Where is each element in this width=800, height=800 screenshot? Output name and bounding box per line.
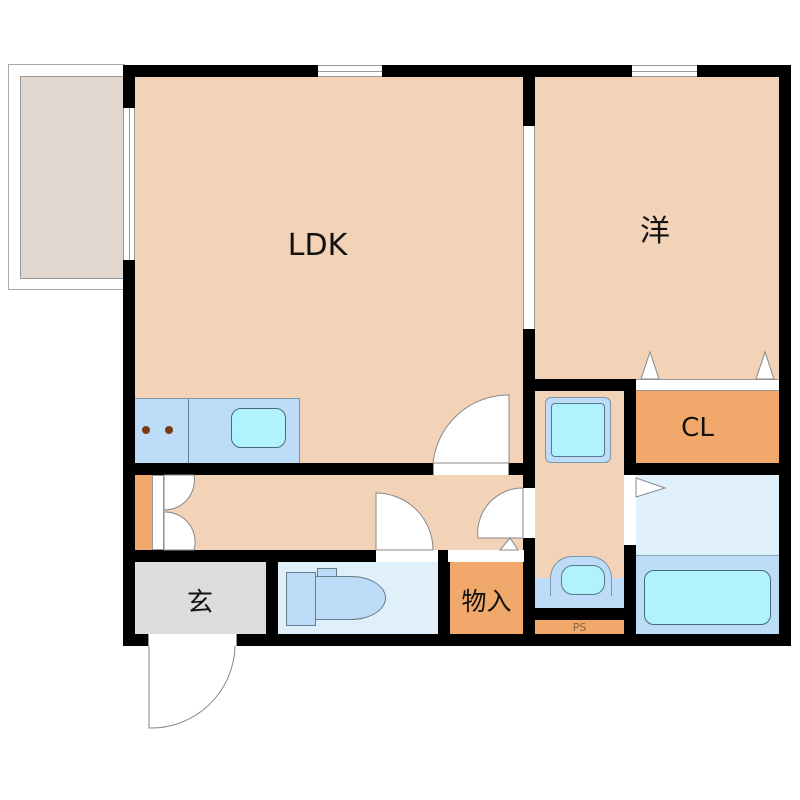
wall-closet-bath (624, 463, 791, 475)
sink-icon (231, 408, 286, 448)
closet-door-track (636, 379, 779, 391)
washing-machine-icon (545, 397, 611, 463)
wall-top (123, 65, 791, 77)
vanity-sink-icon (561, 565, 605, 595)
bathtub-icon (644, 570, 771, 625)
washroom-door-swing (477, 487, 524, 539)
window-western-top (632, 65, 697, 77)
entrance-door-opening (148, 634, 237, 646)
shoe-closet-door-swing-bottom (163, 511, 196, 551)
room-entrance (135, 562, 266, 634)
ldk-door-opening (433, 463, 509, 475)
toilet-door-swing (375, 492, 434, 551)
label-storage: 物入 (461, 587, 512, 616)
wall-ps-top (523, 608, 636, 620)
label-ldk: LDK (287, 227, 348, 263)
room-pipe-space (535, 620, 624, 634)
shoe-closet (135, 475, 152, 550)
toilet-tank-icon (286, 572, 316, 626)
stove-divider (188, 399, 189, 464)
storage-door-opening (448, 550, 524, 562)
entrance-door-swing (148, 645, 236, 729)
room-storage (450, 562, 523, 634)
wall-entrance-toilet (266, 550, 278, 646)
kitchen-counter (135, 398, 300, 464)
toilet-bowl-icon (316, 576, 386, 620)
wall-toilet-storage (438, 550, 450, 646)
label-entrance: 玄 (186, 587, 213, 618)
wall-ldk-bottom (123, 463, 535, 475)
stove-burner-icon (142, 426, 150, 434)
balcony (8, 64, 125, 290)
closet-marker-left (640, 350, 660, 380)
ldk-door-swing (432, 394, 510, 464)
balcony-floor (20, 76, 124, 279)
stove-burner-icon (165, 426, 173, 434)
label-closet: CL (681, 413, 714, 443)
washroom-door-opening (523, 488, 535, 538)
toilet-door-opening (376, 550, 438, 562)
room-western (535, 77, 779, 379)
bath-door-swing (635, 477, 667, 498)
bath-door-opening (624, 475, 636, 545)
closet-marker-right (755, 350, 775, 380)
wall-right (779, 65, 791, 646)
label-western: 洋 (640, 214, 670, 249)
sliding-door-balcony[interactable] (123, 108, 135, 260)
shoe-closet-door-swing-top (163, 474, 195, 511)
sliding-door-ldk-western[interactable] (523, 126, 535, 329)
wall-ldk-washroom (523, 379, 535, 391)
room-hallway (135, 475, 523, 550)
storage-door-swing (498, 537, 519, 551)
room-closet (636, 391, 779, 463)
label-pipe-space: PS (572, 620, 587, 634)
window-ldk-top (318, 65, 382, 77)
